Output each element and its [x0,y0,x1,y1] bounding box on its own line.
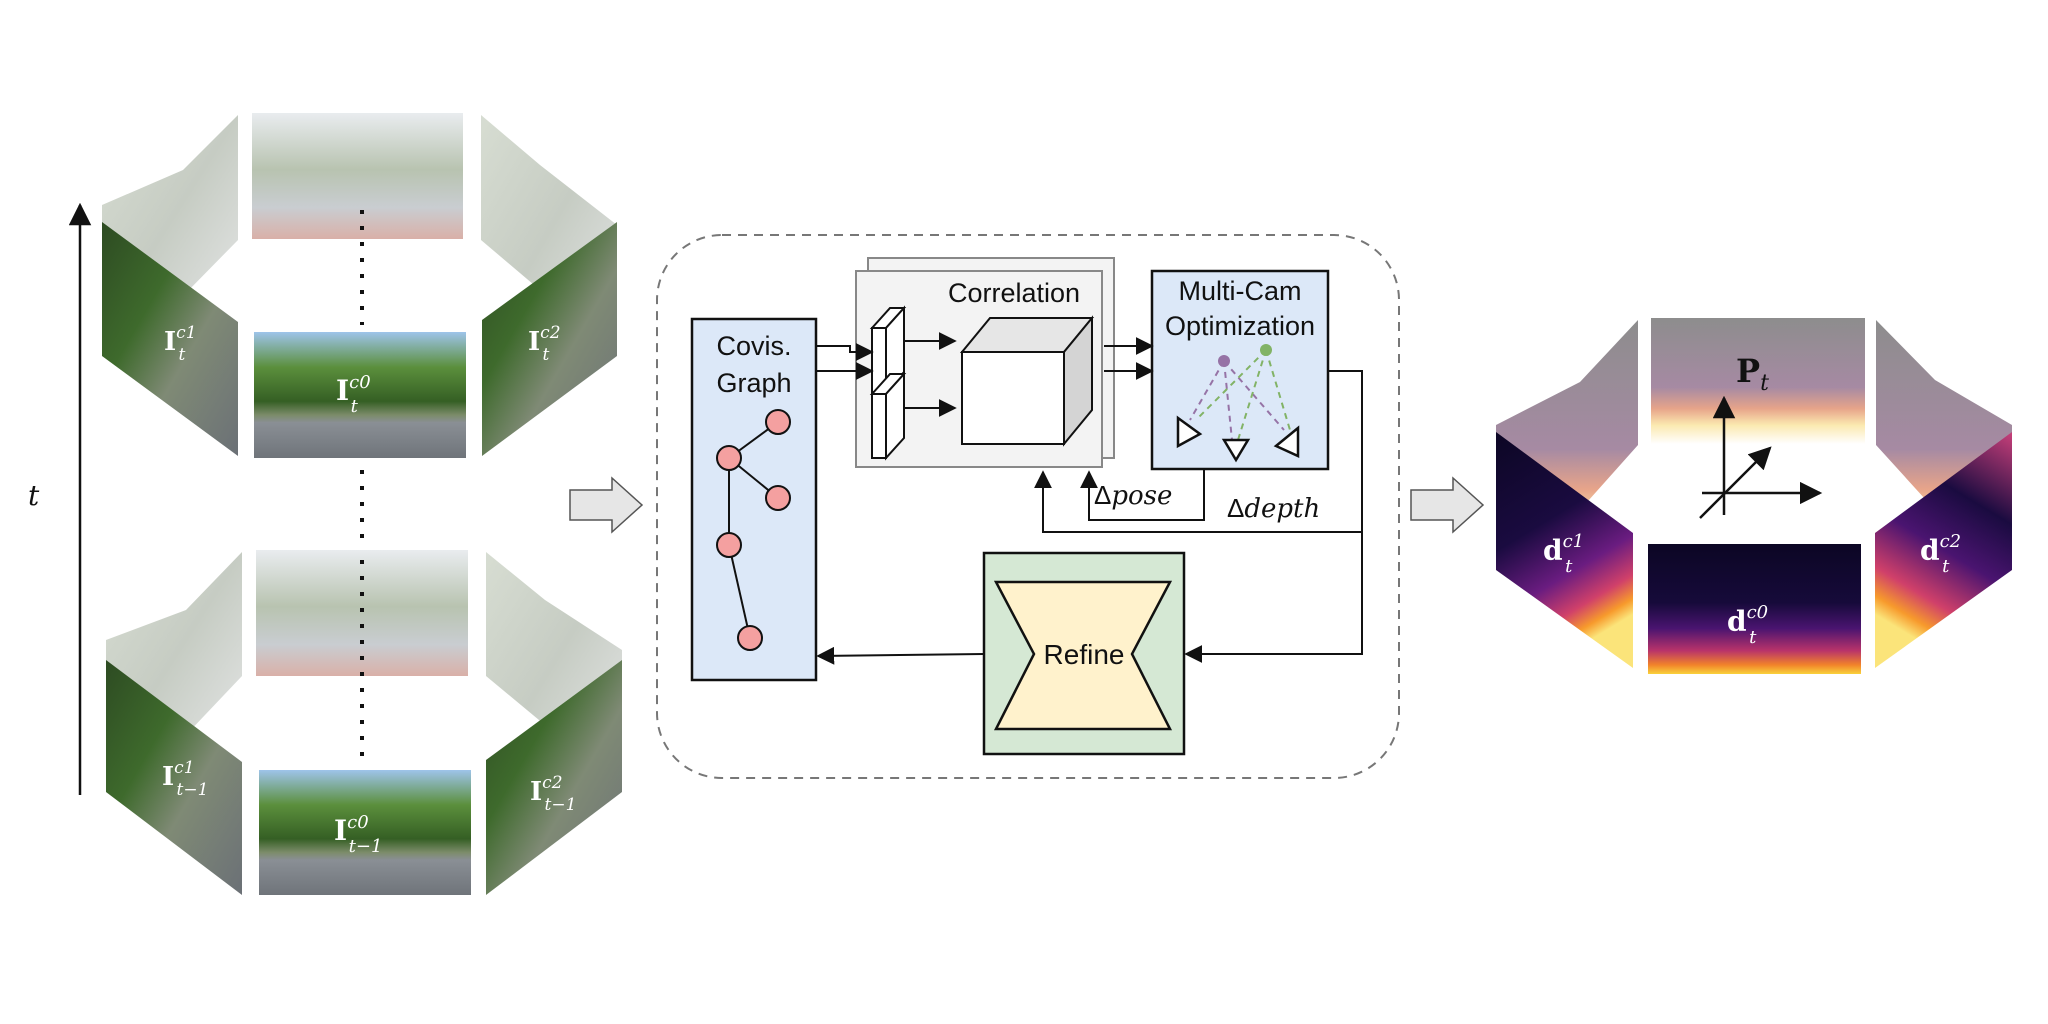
camera-view-front-right [482,222,617,456]
depth-map-c1 [1496,432,1633,668]
input-block-arrow [569,476,644,534]
covis-graph-label-1: Covis. [716,331,791,361]
camera-frustum-icon [1221,438,1251,463]
depth-map-c2 [1875,432,2012,668]
delta-pose-feedback [1080,469,1205,521]
camera-view-front-center [259,770,471,895]
delta-pose-label: Δpose [1094,480,1172,511]
graph-to-correlation-arrow [816,343,874,361]
camera-frustum-icon [1176,415,1203,449]
graph-nodes [716,409,791,651]
pipeline-connections [816,337,1363,665]
output-block-arrow [1410,476,1485,534]
refine-block: Refine [982,551,1186,756]
multicam-optimization-block: Multi-Cam Optimization [1150,269,1330,471]
depth-map-c0 [1648,544,1861,674]
covis-graph-block: Covis. Graph [690,317,818,682]
covis-graph-label-2: Graph [716,368,791,398]
refine-label: Refine [1044,639,1125,670]
refine-to-graph-arrow [816,646,985,665]
graph-node [765,409,791,435]
graph-node [765,485,791,511]
pipeline-container [656,234,1400,779]
delta-depth-label: Δdepth [1227,493,1320,524]
pose-label: Pt [1736,352,1769,396]
depth-back-center [1651,318,1865,444]
pose-axes-icon [1699,395,1823,519]
graph-node [716,532,742,558]
projection-lines [1189,349,1291,441]
feature-slab-top [869,305,907,395]
optimization-label-1: Multi-Cam [1178,276,1301,306]
correlation-block: Correlation [855,257,1115,468]
optimization-to-refine-arrow [1184,532,1363,663]
camera-view-front-left [102,222,238,456]
covis-graph-box [690,317,818,682]
time-axis-label: t [28,479,40,512]
camera-view-back-center [252,113,463,239]
correlation-label: Correlation [948,278,1080,308]
feature-slab-bottom [869,371,907,461]
cost-volume-cube [959,315,1095,447]
camera-view-back-center [256,550,468,676]
camera-frustum-icon [1273,425,1300,458]
graph-node [737,625,763,651]
camera-view-front-center [254,332,466,458]
optimization-label-2: Optimization [1165,311,1315,341]
graph-node [716,445,742,471]
camera-view-front-left [106,660,242,895]
refine-hourglass [993,580,1173,731]
camera-view-front-right [486,660,622,895]
pipeline: Covis. Graph Correlation [656,234,1400,779]
